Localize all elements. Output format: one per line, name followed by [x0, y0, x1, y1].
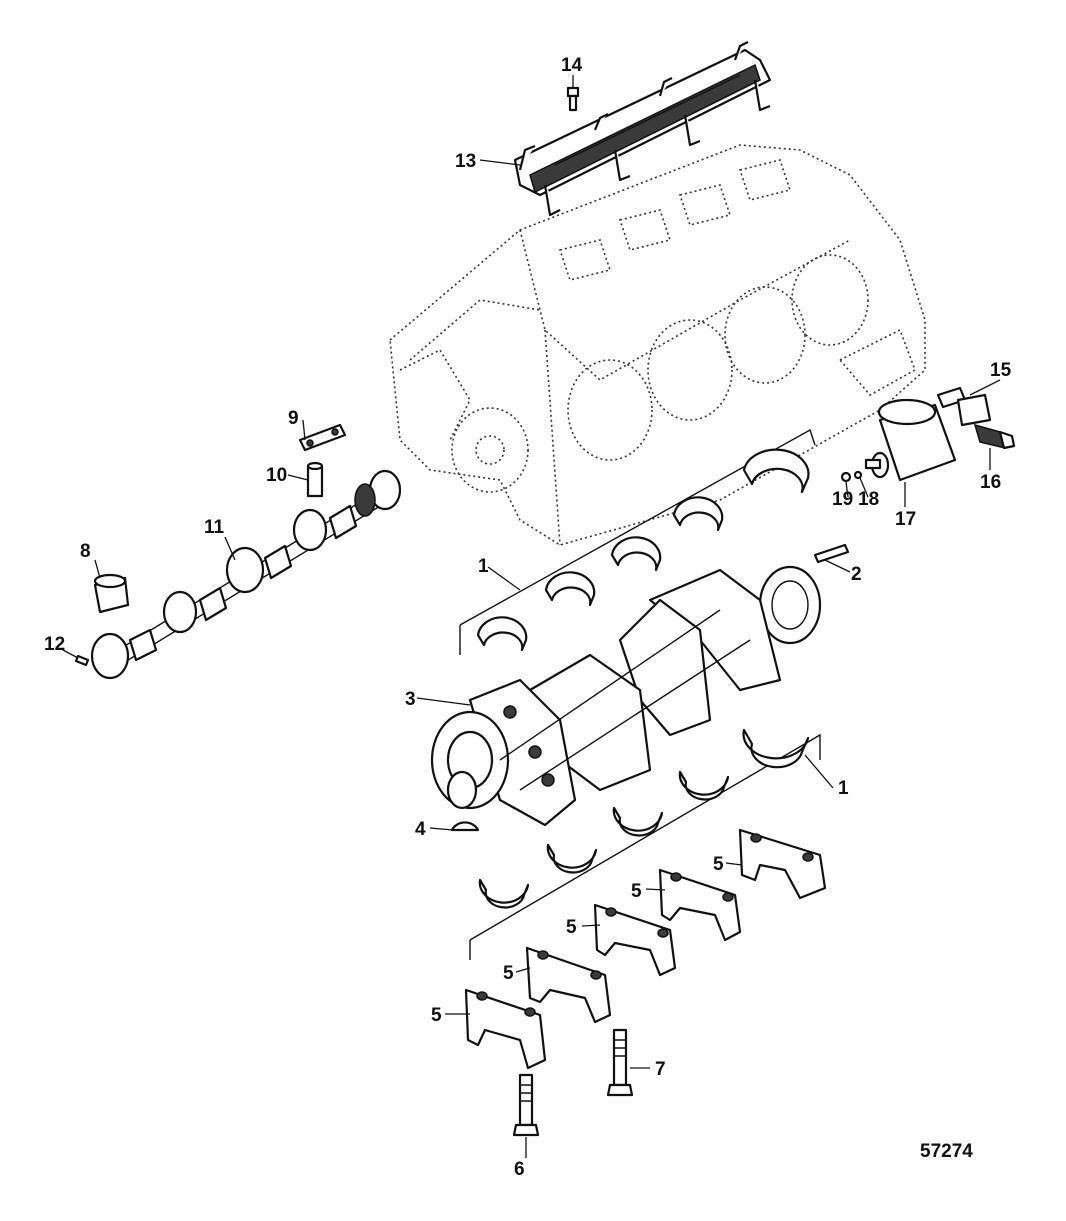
callout-2: 2 — [851, 564, 862, 585]
part-6-bolt — [512, 1073, 540, 1137]
part-2-dowel-pin — [813, 543, 850, 564]
callout-15: 15 — [990, 360, 1012, 381]
callout-5-e: 5 — [431, 1005, 442, 1026]
callout-13: 13 — [455, 151, 476, 172]
part-15-tee-fitting — [936, 386, 992, 427]
callout-1-lower: 1 — [838, 778, 849, 799]
callout-14: 14 — [561, 55, 583, 76]
callout-5-b: 5 — [631, 881, 642, 902]
callout-9: 9 — [288, 408, 299, 429]
part-7-bolt — [606, 1028, 634, 1097]
part-10-valve-lifter — [306, 461, 324, 498]
figure-number: 57274 — [920, 1141, 973, 1162]
part-8-cam-bearing — [93, 573, 130, 614]
callout-6: 6 — [514, 1159, 525, 1180]
callout-3: 3 — [405, 689, 416, 710]
callout-labels: 1 1 2 3 4 5 5 5 5 5 6 7 8 9 10 11 12 13 … — [44, 55, 1012, 1180]
part-13-main-bearing-rail — [513, 41, 772, 217]
part-19-o-ring — [840, 471, 852, 483]
part-1-lower-bearing-shells — [469, 728, 821, 960]
callout-17: 17 — [895, 509, 916, 530]
callout-5-d: 5 — [503, 963, 514, 984]
part-3-crankshaft — [430, 565, 822, 827]
part-9-lifter-guide — [298, 423, 347, 452]
callout-7: 7 — [655, 1059, 666, 1080]
callout-5-c: 5 — [566, 917, 577, 938]
part-11-camshaft — [90, 469, 402, 680]
callout-1-upper: 1 — [478, 556, 489, 577]
part-12-dowel — [74, 654, 90, 667]
leader-lines — [62, 75, 1001, 1158]
part-18-fitting — [853, 470, 863, 480]
callout-11: 11 — [204, 517, 225, 538]
part-14-bolt — [566, 86, 580, 112]
callout-4: 4 — [415, 819, 426, 840]
callout-5-a: 5 — [713, 854, 724, 875]
part-16-sensor — [973, 423, 1016, 450]
callout-10: 10 — [266, 465, 287, 486]
part-4-key — [450, 821, 480, 832]
part-5-main-bearing-caps — [464, 828, 827, 1070]
callout-18: 18 — [858, 489, 879, 510]
callout-16: 16 — [980, 472, 1001, 493]
callout-12: 12 — [44, 634, 65, 655]
callout-8: 8 — [80, 541, 91, 562]
part-17-filter — [864, 398, 957, 482]
engine-block-outline — [389, 144, 926, 546]
callout-19: 19 — [832, 489, 853, 510]
part-1-upper-bearing-shells — [459, 428, 816, 655]
